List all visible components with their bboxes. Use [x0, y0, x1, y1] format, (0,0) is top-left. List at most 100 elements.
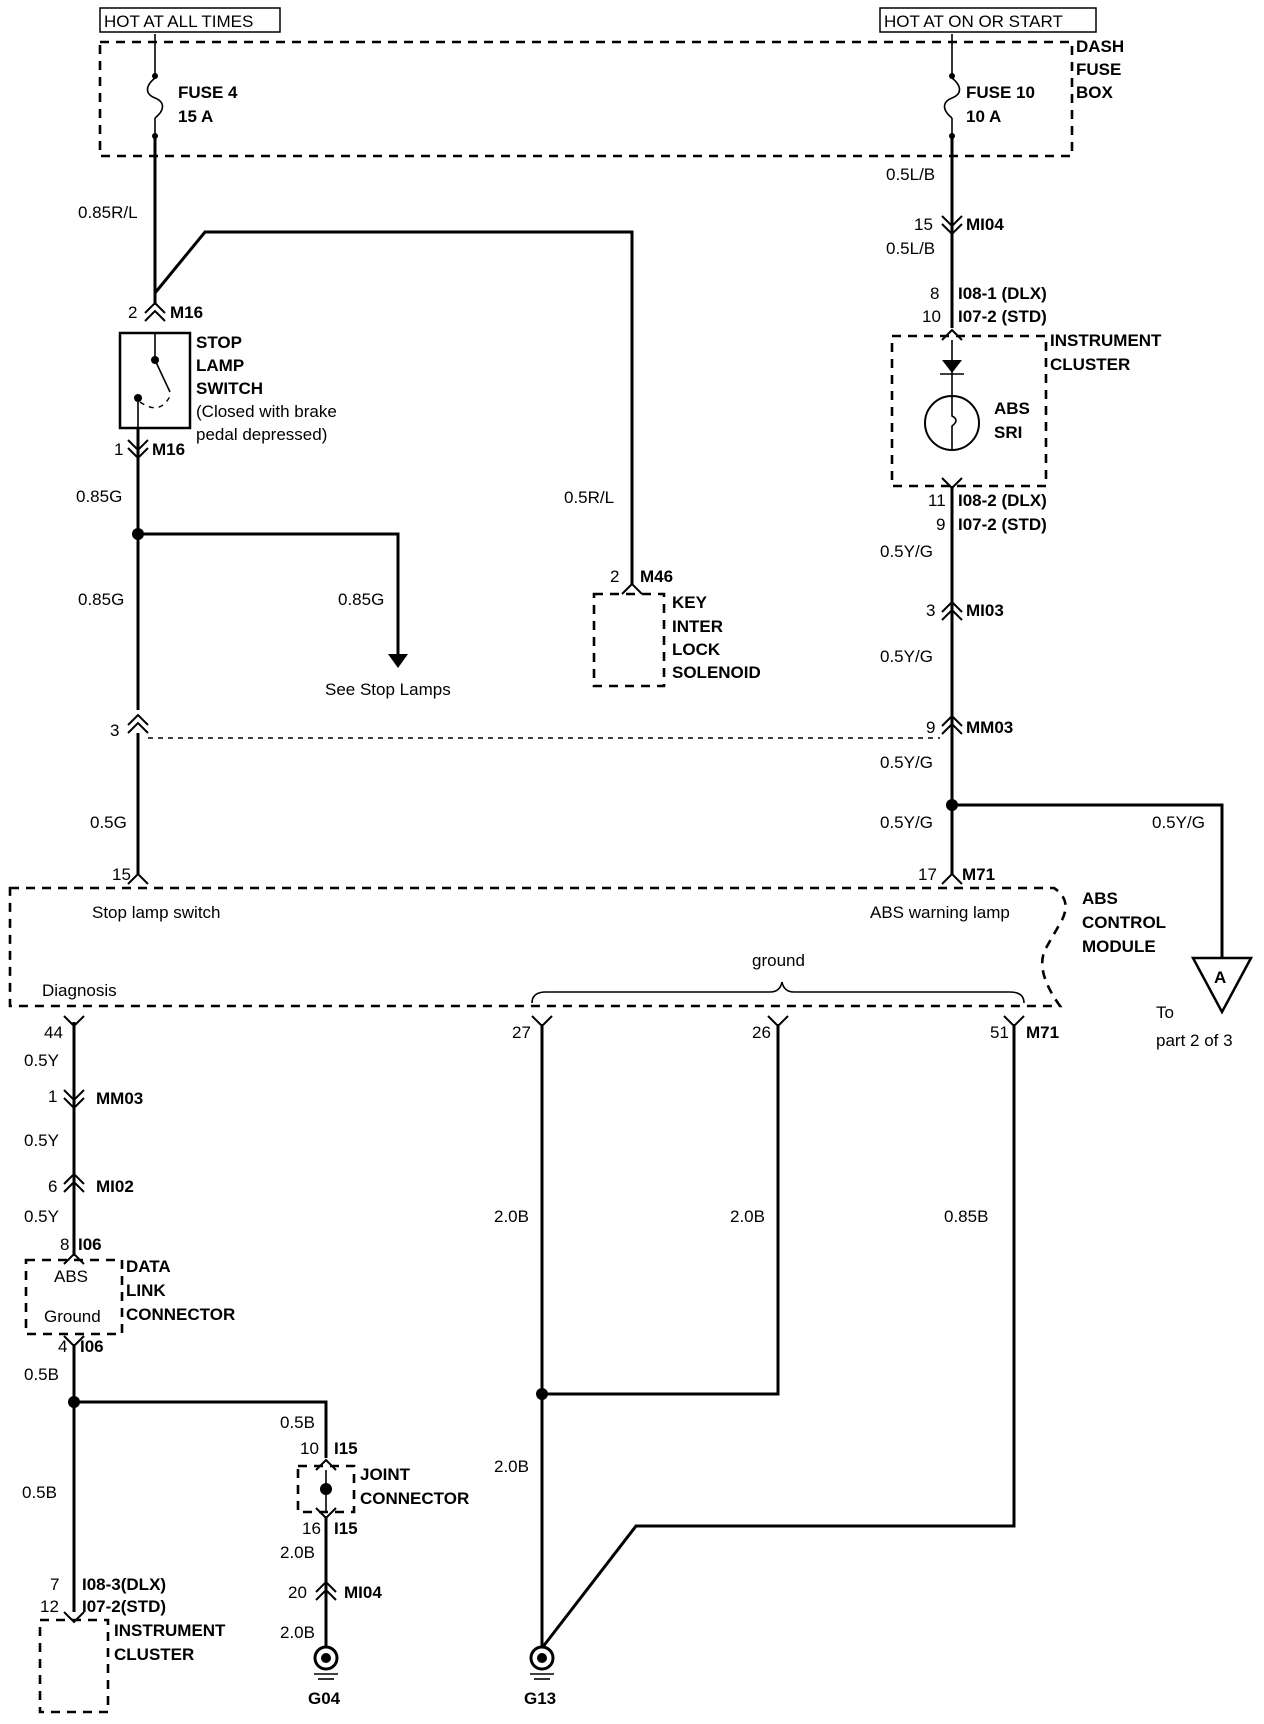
wire-05b-1-label: 0.5B — [24, 1365, 59, 1384]
m16-top-pin: 2 — [128, 303, 137, 322]
i08-1-pin: 8 — [930, 284, 939, 303]
m16-top-id: M16 — [170, 303, 203, 322]
g13-ground-icon — [529, 1645, 555, 1671]
stop-lamp-switch-label-2: LAMP — [196, 356, 244, 375]
mm03-left-connector — [127, 713, 149, 726]
fuse10-top-terminal — [949, 73, 955, 79]
i08-3-connector — [63, 1611, 85, 1624]
mi02-id: MI02 — [96, 1177, 134, 1196]
mi02-pin: 6 — [48, 1177, 57, 1196]
mi04-connector-inner — [941, 223, 963, 236]
wire-05yg-5-label: 0.5Y/G — [1152, 813, 1205, 832]
dash-fuse-box-outline — [98, 40, 1074, 158]
wire-085rl-label: 0.85R/L — [78, 203, 138, 222]
wire-05yg-2-label: 0.5Y/G — [880, 647, 933, 666]
dlc-label-1: DATA — [126, 1257, 171, 1276]
key-interlock-label-3: LOCK — [672, 640, 721, 659]
i06-bottom-id: I06 — [80, 1337, 104, 1356]
fuse10-symbol — [943, 77, 961, 119]
i06-top-id: I06 — [78, 1235, 102, 1254]
mi04-bottom-id: MI04 — [344, 1583, 382, 1602]
wire-05lb-mid-label: 0.5L/B — [886, 239, 935, 258]
abs-lamp-filament — [951, 396, 957, 450]
instrument-cluster-top-label-2: CLUSTER — [1050, 355, 1130, 374]
wire-20b-4-label: 2.0B — [730, 1207, 765, 1226]
abs-control-module-outline — [8, 886, 1067, 1008]
wire-20b-1-label: 2.0B — [280, 1543, 315, 1562]
mm03-right-id: MM03 — [966, 718, 1013, 737]
offpage-part-label: part 2 of 3 — [1156, 1031, 1233, 1050]
abs-module-label-2: CONTROL — [1082, 913, 1166, 932]
i08-2-pin: 11 — [928, 491, 946, 510]
fuse10-name: FUSE 10 — [966, 83, 1035, 102]
see-stop-lamps-label: See Stop Lamps — [325, 680, 451, 699]
g04-label: G04 — [308, 1689, 341, 1708]
hot-at-all-times-label: HOT AT ALL TIMES — [104, 12, 253, 31]
m71-pin27: 27 — [512, 1023, 531, 1042]
i08-2-id: I08-2 (DLX) — [958, 491, 1047, 510]
wire-05b-branch — [74, 1400, 328, 1458]
key-interlock-solenoid-box — [592, 592, 666, 688]
key-interlock-label-2: INTER — [672, 617, 723, 636]
m71-top-id: M71 — [962, 865, 995, 884]
wire-085g-branch — [138, 532, 400, 656]
wire-20b-2-label: 2.0B — [280, 1623, 315, 1642]
ground-bracket — [531, 981, 1025, 1004]
wire-085g-1-label: 0.85G — [76, 487, 122, 506]
i15-bottom-id: I15 — [334, 1519, 358, 1538]
i06-top-pin: 8 — [60, 1235, 69, 1254]
stop-lamp-switch-note-2: pedal depressed) — [196, 425, 327, 444]
wire-05y-3-label: 0.5Y — [24, 1207, 59, 1226]
mm03-left-connector-inner — [127, 721, 149, 734]
mi04-pin: 15 — [914, 215, 933, 234]
mm03-bottom-connector-inner — [63, 1097, 85, 1110]
instrument-cluster-top-box — [890, 334, 1048, 488]
mi03-connector — [941, 600, 963, 613]
hot-at-on-start-label: HOT AT ON OR START — [884, 12, 1063, 31]
stop-lamp-switch-input-label: Stop lamp switch — [92, 903, 221, 922]
m46-id: M46 — [640, 567, 673, 586]
diode-icon — [942, 360, 962, 373]
joint-connector-label-2: CONNECTOR — [360, 1489, 469, 1508]
m71-pin17-connector — [941, 872, 963, 885]
stop-lamp-switch-label-1: STOP — [196, 333, 242, 352]
wire-05g-label: 0.5G — [90, 813, 127, 832]
stop-lamp-switch-arm — [154, 359, 171, 393]
i15-bottom-pin: 16 — [302, 1519, 321, 1538]
i07-2c-id: I07-2(STD) — [82, 1597, 166, 1616]
stop-lamp-switch-label-3: SWITCH — [196, 379, 263, 398]
mm03-bottom-connector — [63, 1089, 85, 1102]
i07-2-bot-id: I07-2 (STD) — [958, 515, 1047, 534]
abs-module-label-1: ABS — [1082, 889, 1118, 908]
m71-pin51: 51 — [990, 1023, 1009, 1042]
wire-05yg-4-label: 0.5Y/G — [880, 813, 933, 832]
wire-20b-pin26 — [542, 1024, 780, 1396]
hot-at-all-times-box — [99, 7, 281, 33]
g13-label: G13 — [524, 1689, 556, 1708]
wire-05yg-offpage — [952, 803, 1224, 958]
fuse4-top-terminal — [152, 73, 158, 79]
i07-2-bot-pin: 9 — [936, 515, 945, 534]
m16-bottom-id: M16 — [152, 440, 185, 459]
dlc-abs-label: ABS — [54, 1267, 88, 1286]
i15-top-id: I15 — [334, 1439, 358, 1458]
offpage-connector-a — [1190, 956, 1254, 1015]
mi03-connector-inner — [941, 608, 963, 621]
wire-085g-2-label: 0.85G — [78, 590, 124, 609]
wire-05rl-label: 0.5R/L — [564, 488, 614, 507]
joint-connector-node — [320, 1483, 332, 1495]
fuse4-rating: 15 A — [178, 107, 213, 126]
wire-05b-3-label: 0.5B — [22, 1483, 57, 1502]
g13-ground-center — [537, 1653, 547, 1663]
i08-3-id: I08-3(DLX) — [82, 1575, 166, 1594]
abs-lamp-label-1: ABS — [994, 399, 1030, 418]
mm03-left-pin: 3 — [110, 721, 119, 740]
m71-pin26: 26 — [752, 1023, 771, 1042]
i06-bottom-pin: 4 — [58, 1337, 67, 1356]
mm03-right-pin: 9 — [926, 718, 935, 737]
m46-connector — [621, 582, 643, 595]
instrument-cluster-top-label-1: INSTRUMENT — [1050, 331, 1162, 350]
abs-lamp-label-2: SRI — [994, 423, 1022, 442]
stop-lamp-switch-actuator — [139, 395, 171, 409]
m16-bottom-pin: 1 — [114, 440, 123, 459]
